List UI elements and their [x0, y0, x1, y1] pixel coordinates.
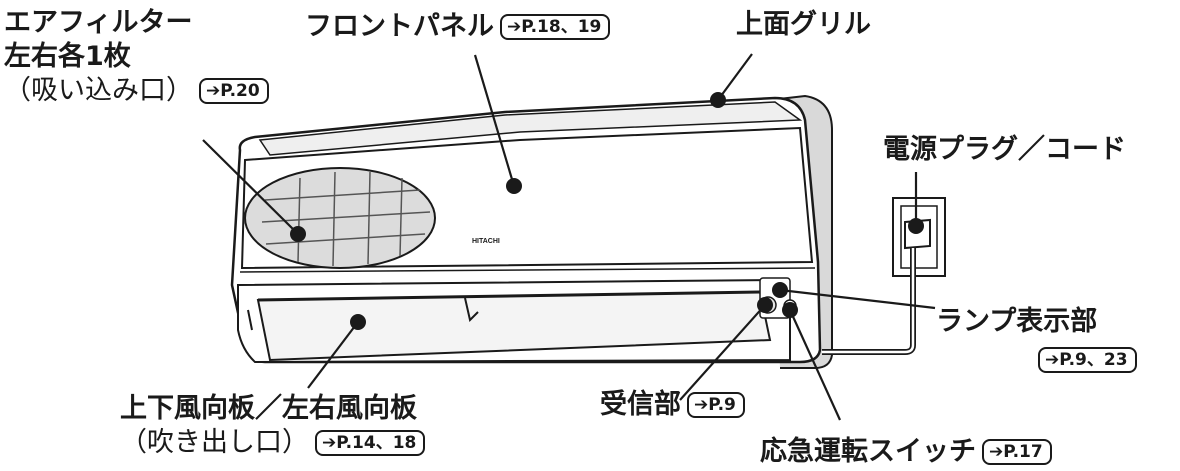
air-filter-grid [261, 171, 431, 267]
lamp-display-ref-wrap: ➔P.9、23 [1032, 343, 1137, 377]
louvers-title: 上下風向板／左右風向板 [120, 393, 417, 424]
emergency-switch-label: 応急運転スイッチ➔P.17 [760, 435, 1052, 469]
lamp-display-label: ランプ表示部 [936, 305, 1097, 339]
air-filter-title: エアフィルター [4, 7, 193, 38]
power-cord-inner [822, 248, 915, 354]
leader-dots [290, 92, 924, 330]
air-filter-inlet: （吸い込み口） [4, 74, 193, 106]
panel-seam [239, 267, 816, 273]
emergency-switch-page-ref[interactable]: ➔P.17 [982, 439, 1052, 465]
leader-lines [202, 53, 936, 421]
top-grille [258, 101, 803, 156]
louvers-outlet: （吹き出し口） [120, 426, 309, 458]
front-panel-page-ref[interactable]: ➔P.18、19 [500, 14, 611, 40]
louver-hinge [247, 309, 253, 331]
emergency-switch-title: 応急運転スイッチ [760, 436, 976, 467]
receiver-page-ref[interactable]: ➔P.9 [687, 392, 745, 418]
lamp-display-page-ref[interactable]: ➔P.9、23 [1038, 347, 1137, 373]
lamp-display-title: ランプ表示部 [936, 306, 1098, 337]
receiver-title: 受信部 [600, 389, 681, 420]
top-grille-label: 上面グリル [736, 8, 871, 42]
air-filter-page-ref[interactable]: ➔P.20 [199, 77, 269, 104]
front-panel-title: フロントパネル [305, 11, 494, 42]
power-plug-label: 電源プラグ／コード [883, 133, 1126, 167]
air-filter-count: 左右各1枚 [4, 40, 131, 72]
air-filter-label: エアフィルター 左右各1枚 （吸い込み口）➔P.20 [4, 6, 269, 107]
louvers-label: 上下風向板／左右風向板 （吹き出し口）➔P.14、18 [120, 392, 426, 460]
louver-edge [257, 290, 761, 302]
louvers-page-ref[interactable]: ➔P.14、18 [315, 429, 426, 456]
top-grille-title: 上面グリル [736, 9, 871, 40]
louver-hinge [464, 297, 479, 322]
power-plug-title: 電源プラグ／コード [883, 134, 1126, 165]
front-panel-label: フロントパネル➔P.18、19 [305, 10, 611, 44]
brand-logo: HITACHI [472, 238, 500, 245]
receiver-label: 受信部➔P.9 [600, 388, 745, 422]
